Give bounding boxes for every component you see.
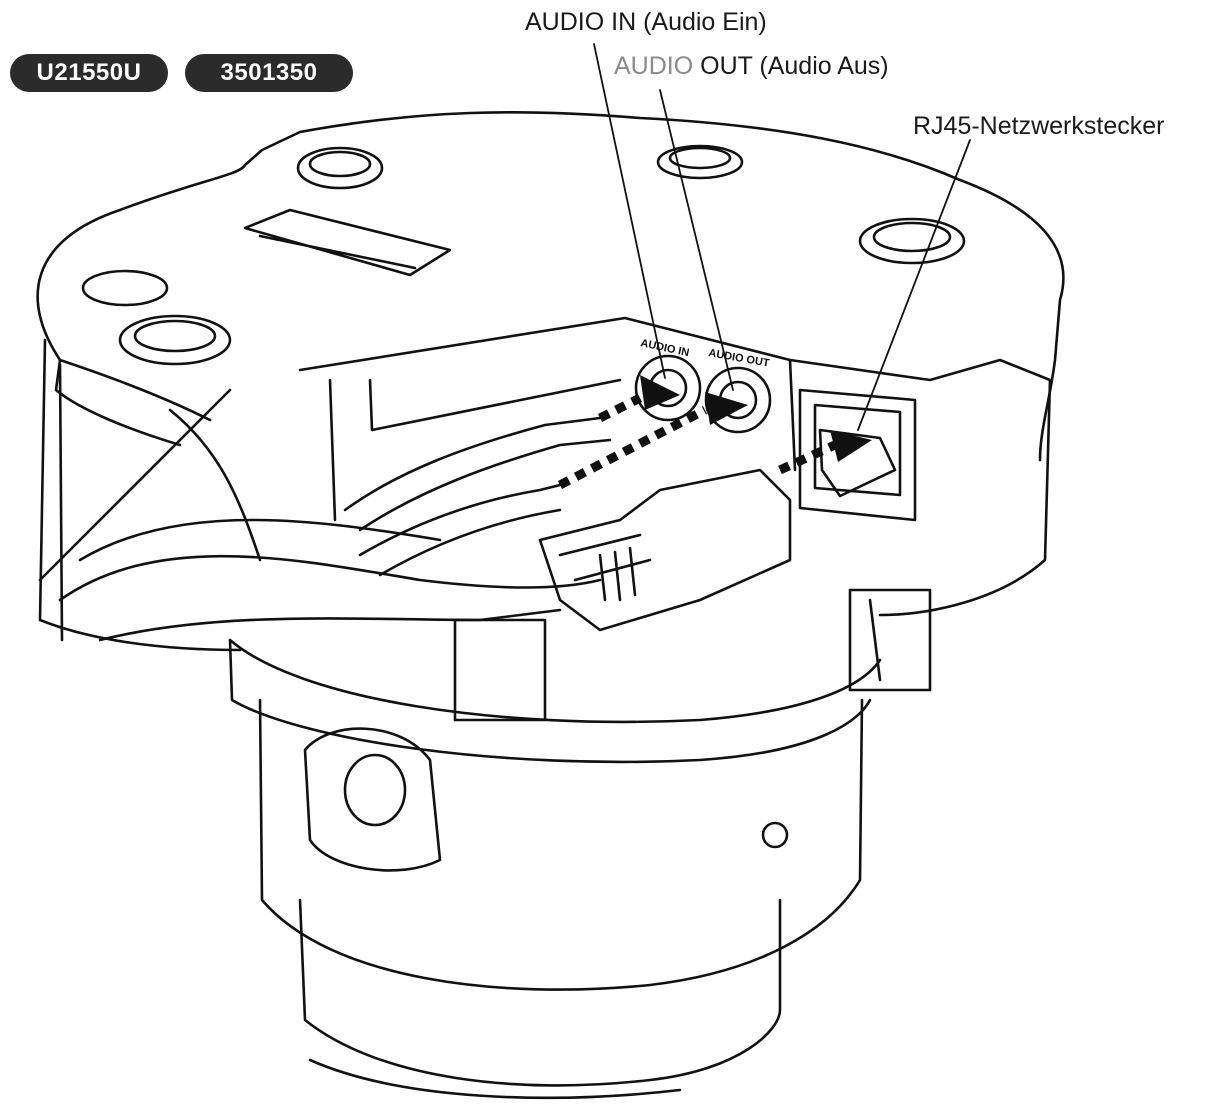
model-badge-right: 3501350 (185, 54, 353, 92)
arrow-audio-in-head (640, 375, 680, 410)
arrow-audio-in-path (597, 393, 643, 423)
leader-rj45 (857, 139, 971, 431)
cable-bundle (38, 388, 602, 642)
lens (343, 753, 407, 827)
callout-audio-in: AUDIO IN (Audio Ein) (525, 8, 767, 36)
rj45-plug (818, 428, 897, 498)
screw-hole-4 (81, 269, 169, 307)
screw-hole-1-inner (308, 150, 372, 178)
audio-out-jack (704, 366, 772, 434)
housing-ring (228, 598, 882, 764)
port-label-audio-out: AUDIO OUT (707, 347, 770, 370)
plate-left-rim (38, 338, 242, 652)
compartment-right-wall (788, 358, 1052, 617)
leader-audio-out (659, 89, 734, 391)
side-screw (761, 821, 789, 849)
screw-hole-2-inner (668, 146, 732, 170)
lens-window (303, 727, 442, 872)
clip-right (848, 588, 932, 692)
leader-audio-in (593, 43, 666, 379)
callout-rj45: RJ45-Netzwerkstecker (913, 112, 1165, 140)
audio-in-jack (634, 354, 702, 422)
screw-hole-3-inner (872, 221, 952, 253)
mounting-plate-outline (36, 110, 1065, 462)
plate-slot (243, 208, 452, 277)
callout-audio-out-rest: OUT (Audio Aus) (693, 52, 889, 80)
arrow-rj45-head (830, 430, 872, 462)
audio-plug-upper (343, 416, 612, 532)
dome-lower (298, 898, 782, 1100)
dome-body (258, 698, 864, 991)
cable-compartment (298, 316, 797, 522)
screw-hole-5-inner (133, 319, 217, 353)
rj45-port (798, 388, 917, 522)
audio-plug-lower (358, 483, 562, 577)
model-badge-left: U21550U (10, 54, 168, 92)
screw-hole-2 (656, 144, 744, 180)
network-connector (538, 468, 792, 632)
screw-hole-3 (858, 217, 966, 265)
clip-left (453, 618, 547, 722)
callout-audio-out: AUDIO OUT (Audio Aus) (614, 52, 889, 81)
screw-hole-1 (296, 146, 384, 190)
arrow-rj45-path (778, 440, 837, 475)
callout-audio-out-word: AUDIO (614, 52, 694, 80)
arrow-audio-out-head (705, 392, 748, 425)
arrow-audio-out-path (557, 406, 708, 489)
screw-hole-5 (118, 314, 232, 366)
